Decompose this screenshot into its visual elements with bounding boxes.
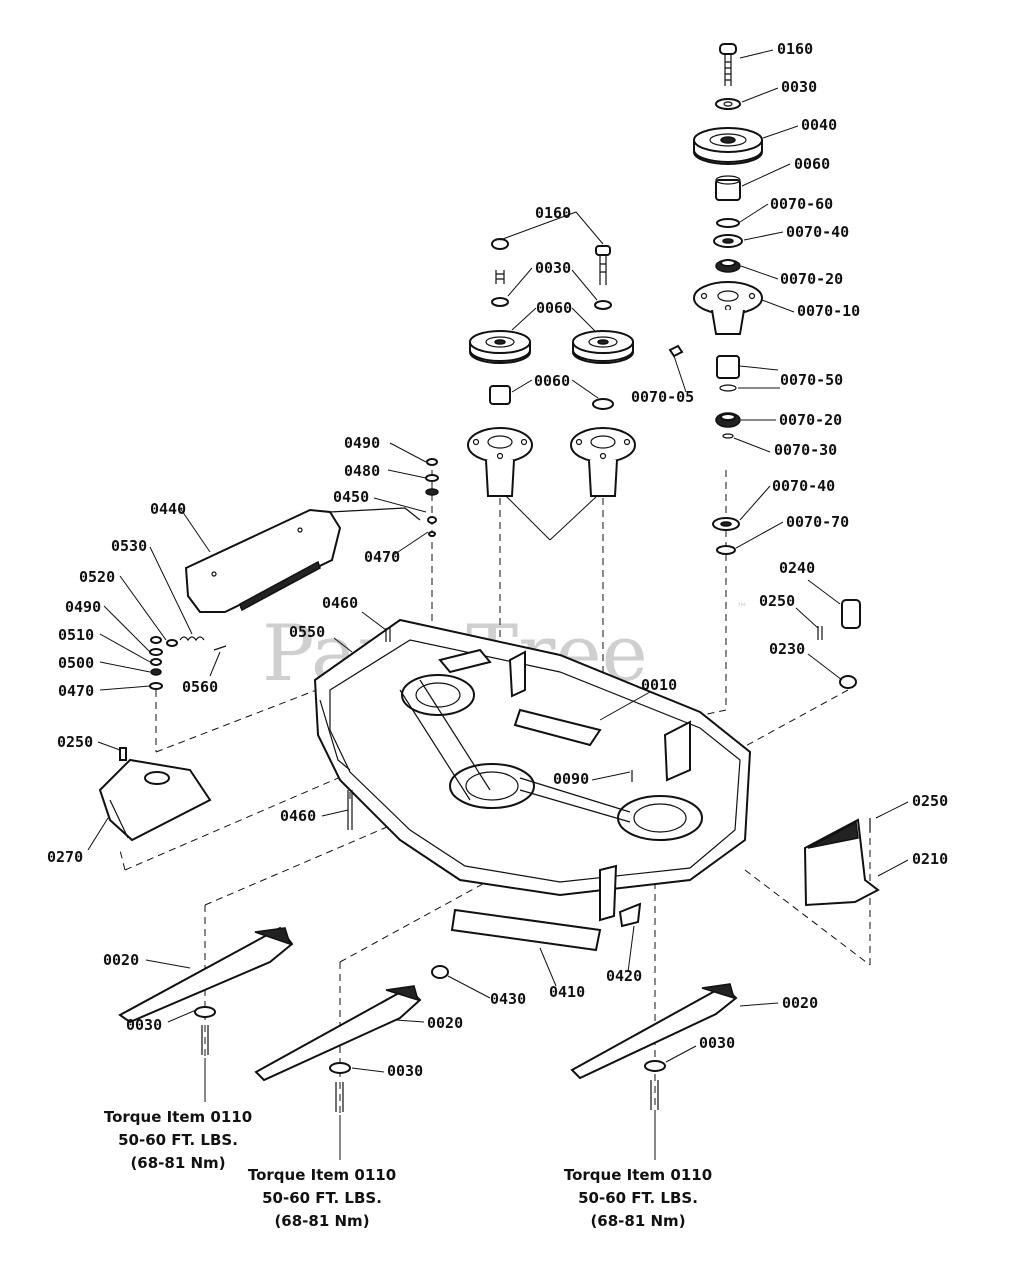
label-0020-b: 0020 [427, 1014, 463, 1032]
torque-note-line3: (68-81 Nm) [590, 1212, 685, 1230]
label-0490-a: 0490 [344, 434, 380, 452]
label-0070-40-top: 0070-40 [786, 223, 849, 241]
label-0230: 0230 [769, 640, 805, 658]
label-0210: 0210 [912, 850, 948, 868]
label-0250-c: 0250 [912, 792, 948, 810]
label-0470-a: 0470 [364, 548, 400, 566]
torque-note-line3: (68-81 Nm) [274, 1212, 369, 1230]
torque-note-line2: 50-60 FT. LBS. [578, 1189, 698, 1207]
part-labels: 0160 0030 0040 0060 0070-60 0070-40 0070… [47, 40, 948, 1080]
label-0490-b: 0490 [65, 598, 101, 616]
label-0560: 0560 [182, 678, 218, 696]
label-0070-10: 0070-10 [797, 302, 860, 320]
label-0060-mid: 0060 [536, 299, 572, 317]
label-0070-70: 0070-70 [786, 513, 849, 531]
label-0020-c: 0020 [782, 994, 818, 1012]
label-0460-b: 0460 [280, 807, 316, 825]
discharge-shield [98, 747, 212, 842]
spindle-stack-middle [570, 245, 636, 497]
label-0070-40-bot: 0070-40 [772, 477, 835, 495]
label-0030-c: 0030 [699, 1034, 735, 1052]
label-0530: 0530 [111, 537, 147, 555]
side-shield [803, 818, 880, 907]
label-0160-top: 0160 [777, 40, 813, 58]
blade-right [570, 983, 738, 1110]
label-0030-top: 0030 [781, 78, 817, 96]
torque-note-line2: 50-60 FT. LBS. [262, 1189, 382, 1207]
belt-cover [149, 458, 439, 690]
label-0270: 0270 [47, 848, 83, 866]
label-0020-a: 0020 [103, 951, 139, 969]
trademark: ™ [736, 601, 748, 615]
label-0070-20-top: 0070-20 [780, 270, 843, 288]
torque-note-line1: Torque Item 0110 [104, 1108, 252, 1126]
torque-note-line3: (68-81 Nm) [130, 1154, 225, 1172]
torque-note-line1: Torque Item 0110 [564, 1166, 712, 1184]
label-0520: 0520 [79, 568, 115, 586]
leader-lines [87, 49, 909, 1160]
label-0440: 0440 [150, 500, 186, 518]
hardware-misc [119, 599, 871, 832]
blade-middle [254, 985, 422, 1112]
label-0030-mid: 0030 [535, 259, 571, 277]
spindle-stack-left [467, 238, 533, 497]
label-0420: 0420 [606, 967, 642, 985]
label-0510: 0510 [58, 626, 94, 644]
label-0060-top: 0060 [794, 155, 830, 173]
label-0480: 0480 [344, 462, 380, 480]
label-0070-50: 0070-50 [780, 371, 843, 389]
label-0410: 0410 [549, 983, 585, 1001]
baffle [431, 902, 642, 979]
label-0460-a: 0460 [322, 594, 358, 612]
torque-note-line1: Torque Item 0110 [248, 1166, 396, 1184]
label-0250-b: 0250 [57, 733, 93, 751]
torque-note-line2: 50-60 FT. LBS. [118, 1131, 238, 1149]
label-0070-05: 0070-05 [631, 388, 694, 406]
label-0160-mid: 0160 [535, 204, 571, 222]
label-0090: 0090 [553, 770, 589, 788]
label-0040: 0040 [801, 116, 837, 134]
label-0060-mid2: 0060 [534, 372, 570, 390]
mower-deck-shell [313, 618, 752, 922]
label-0070-20-bot: 0070-20 [779, 411, 842, 429]
label-0070-60: 0070-60 [770, 195, 833, 213]
torque-note-right: Torque Item 0110 50-60 FT. LBS. (68-81 N… [564, 1166, 712, 1230]
label-0030-b: 0030 [387, 1062, 423, 1080]
blade-left [118, 926, 294, 1055]
label-0030-a: 0030 [126, 1016, 162, 1034]
label-0550: 0550 [289, 623, 325, 641]
label-0450: 0450 [333, 488, 369, 506]
label-0240: 0240 [779, 559, 815, 577]
label-0010: 0010 [641, 676, 677, 694]
torque-note-left: Torque Item 0110 50-60 FT. LBS. (68-81 N… [104, 1108, 252, 1172]
label-0250-a: 0250 [759, 592, 795, 610]
label-0500: 0500 [58, 654, 94, 672]
torque-note-middle: Torque Item 0110 50-60 FT. LBS. (68-81 N… [248, 1166, 396, 1230]
spindle-stack-right [668, 43, 763, 555]
label-0430: 0430 [490, 990, 526, 1008]
label-0070-30: 0070-30 [774, 441, 837, 459]
label-0470-b: 0470 [58, 682, 94, 700]
